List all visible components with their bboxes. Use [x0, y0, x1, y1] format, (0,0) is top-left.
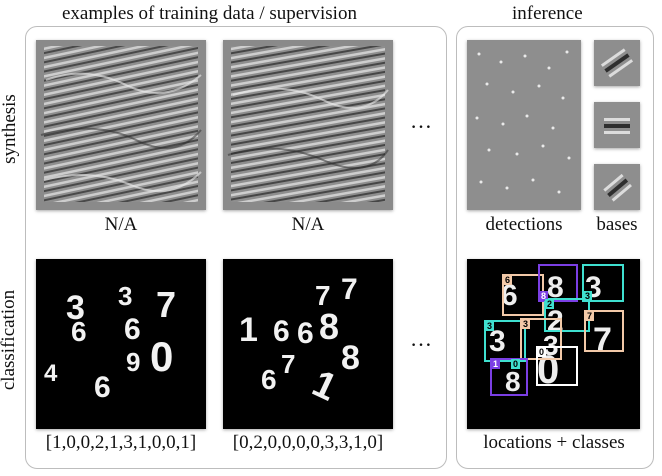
svg-text:0: 0 [539, 347, 544, 357]
synthesis-row-label: synthesis [0, 94, 20, 164]
svg-text:0: 0 [513, 359, 518, 369]
synthesis-texture-image-1 [36, 40, 206, 210]
svg-text:8: 8 [505, 366, 521, 397]
digit-glyph: 6 [261, 364, 277, 395]
synthesis-caption-2: N/A [291, 214, 325, 235]
mnist-digits-image-1: 3 6 3 6 7 4 6 9 0 [36, 259, 206, 429]
classification-caption-1: [1,0,0,2,1,3,1,0,0,1] [45, 432, 197, 453]
synthesis-ellipsis: … [410, 108, 433, 133]
digit-glyph: 9 [126, 347, 140, 377]
svg-text:7: 7 [587, 311, 592, 321]
training-panel-title: examples of training data / supervision [62, 3, 357, 24]
synthesis-texture-image-2 [223, 40, 393, 210]
digit-glyph: 3 [118, 281, 132, 311]
svg-text:3: 3 [543, 330, 559, 361]
digit-glyph: 7 [281, 349, 295, 379]
digit-glyph: 7 [341, 273, 358, 306]
classification-ellipsis: … [410, 326, 433, 351]
svg-text:8: 8 [541, 291, 546, 301]
svg-text:2: 2 [547, 305, 564, 338]
digit-glyph: 6 [273, 315, 290, 348]
basis-filter-3 [594, 164, 640, 210]
detections-map-image [467, 40, 581, 210]
svg-text:3: 3 [585, 291, 590, 301]
svg-text:3: 3 [489, 325, 506, 358]
svg-text:6: 6 [505, 275, 510, 285]
synthesis-caption-1: N/A [104, 214, 138, 235]
svg-text:2: 2 [547, 299, 552, 309]
digit-glyph: 6 [297, 317, 314, 350]
svg-text:1: 1 [493, 359, 498, 369]
digit-glyph: 6 [94, 371, 111, 404]
mnist-digits-image-2: 1 6 7 7 6 8 6 7 1 8 [223, 259, 393, 429]
digit-glyph: 1 [306, 363, 343, 410]
svg-text:3: 3 [523, 319, 528, 329]
digit-glyph: 6 [71, 316, 87, 347]
digit-glyph: 0 [150, 333, 173, 380]
detections-with-classes-image: 6 8 3 2 3 7 3 0 8 6 8 3 2 3 7 [467, 259, 640, 429]
digit-glyph: 3 [66, 289, 85, 327]
basis-filter-2 [594, 102, 640, 148]
classification-caption-2: [0,2,0,0,0,0,3,3,1,0] [232, 432, 384, 453]
svg-text:6: 6 [501, 279, 518, 312]
digit-glyph: 8 [341, 339, 360, 377]
digit-glyph: 1 [239, 311, 258, 349]
svg-text:8: 8 [547, 271, 564, 304]
bases-caption: bases [596, 214, 638, 235]
svg-text:7: 7 [593, 321, 612, 359]
inference-panel-title: inference [512, 3, 583, 24]
digit-glyph: 7 [315, 280, 331, 311]
digit-glyph: 4 [44, 360, 58, 387]
digit-glyph: 7 [156, 284, 176, 325]
svg-text:3: 3 [487, 321, 492, 331]
locations-classes-caption: locations + classes [483, 432, 625, 453]
basis-filter-1 [594, 40, 640, 86]
digit-glyph: 6 [124, 313, 141, 346]
digit-glyph: 8 [319, 306, 339, 347]
detections-caption: detections [485, 214, 563, 235]
classification-row-label: classification [0, 289, 19, 391]
